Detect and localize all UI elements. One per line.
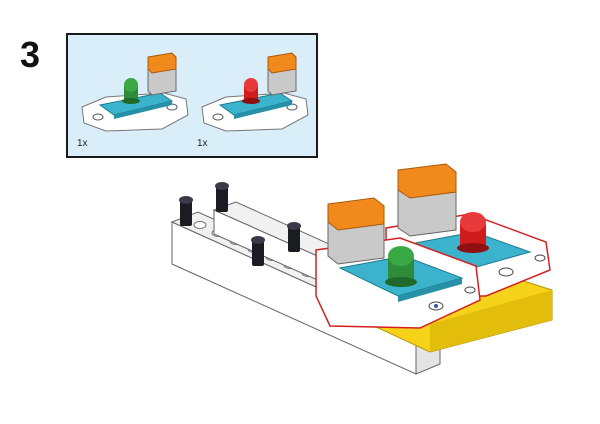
- red-led-module-icon: [201, 52, 309, 132]
- part-quantity-green: 1x: [77, 138, 88, 149]
- black-pin-1: [179, 196, 193, 226]
- part-quantity-red: 1x: [197, 138, 208, 149]
- black-pin-4: [287, 222, 301, 252]
- green-led-module-icon: [81, 52, 189, 132]
- black-pin-2: [215, 182, 229, 212]
- black-pin-3: [251, 236, 265, 266]
- step-number: 3: [20, 34, 41, 75]
- parts-callout-box: 1x 1x: [66, 33, 318, 158]
- green-led-module: [315, 197, 481, 329]
